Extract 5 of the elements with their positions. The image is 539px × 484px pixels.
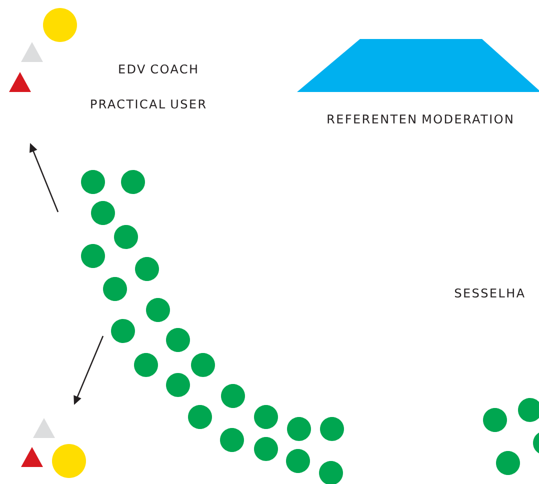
label-text: PRACTICAL USER	[91, 99, 206, 109]
label-text: SESSELHA	[454, 288, 524, 298]
trapezoid-shape	[297, 39, 539, 92]
node-label: REFERENTEN MODERATION	[328, 114, 512, 124]
label-text: EDV COACH	[119, 64, 197, 74]
